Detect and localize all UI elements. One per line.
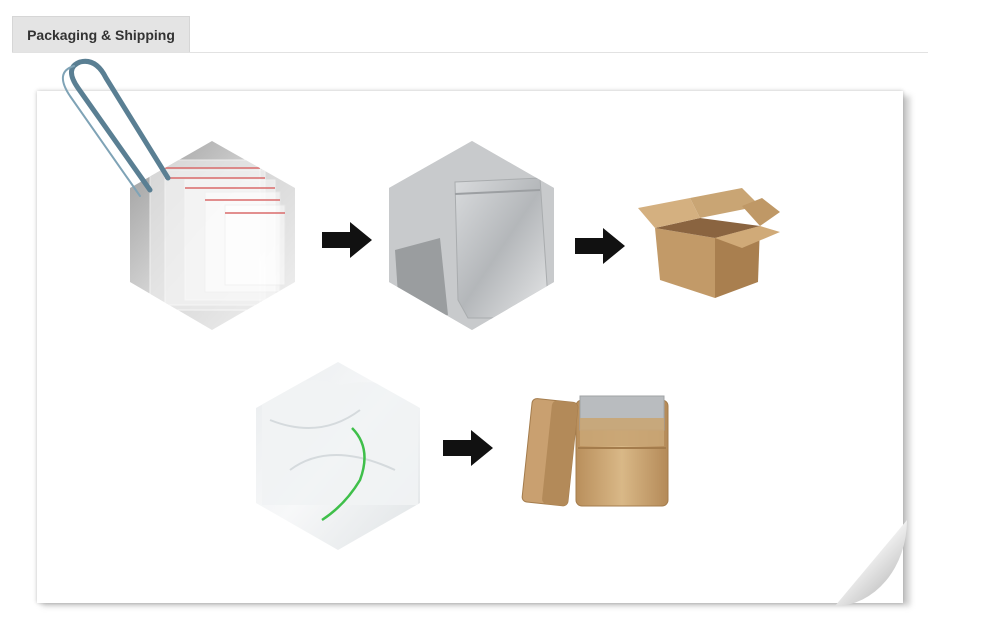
cardboard-box-image <box>638 188 780 298</box>
paperclip-icon <box>62 58 171 197</box>
tab-label: Packaging & Shipping <box>27 26 175 43</box>
arrow-right-icon <box>322 222 372 258</box>
tab-divider <box>12 52 928 53</box>
arrow-right-icon <box>443 430 493 466</box>
foil-bags-image <box>389 141 554 330</box>
arrow-right-icon <box>575 228 625 264</box>
tab-packaging-shipping[interactable]: Packaging & Shipping <box>12 16 190 52</box>
fiber-drum-image <box>521 395 669 507</box>
plastic-bag-image <box>256 362 420 550</box>
ziplock-bags-image <box>130 141 295 330</box>
